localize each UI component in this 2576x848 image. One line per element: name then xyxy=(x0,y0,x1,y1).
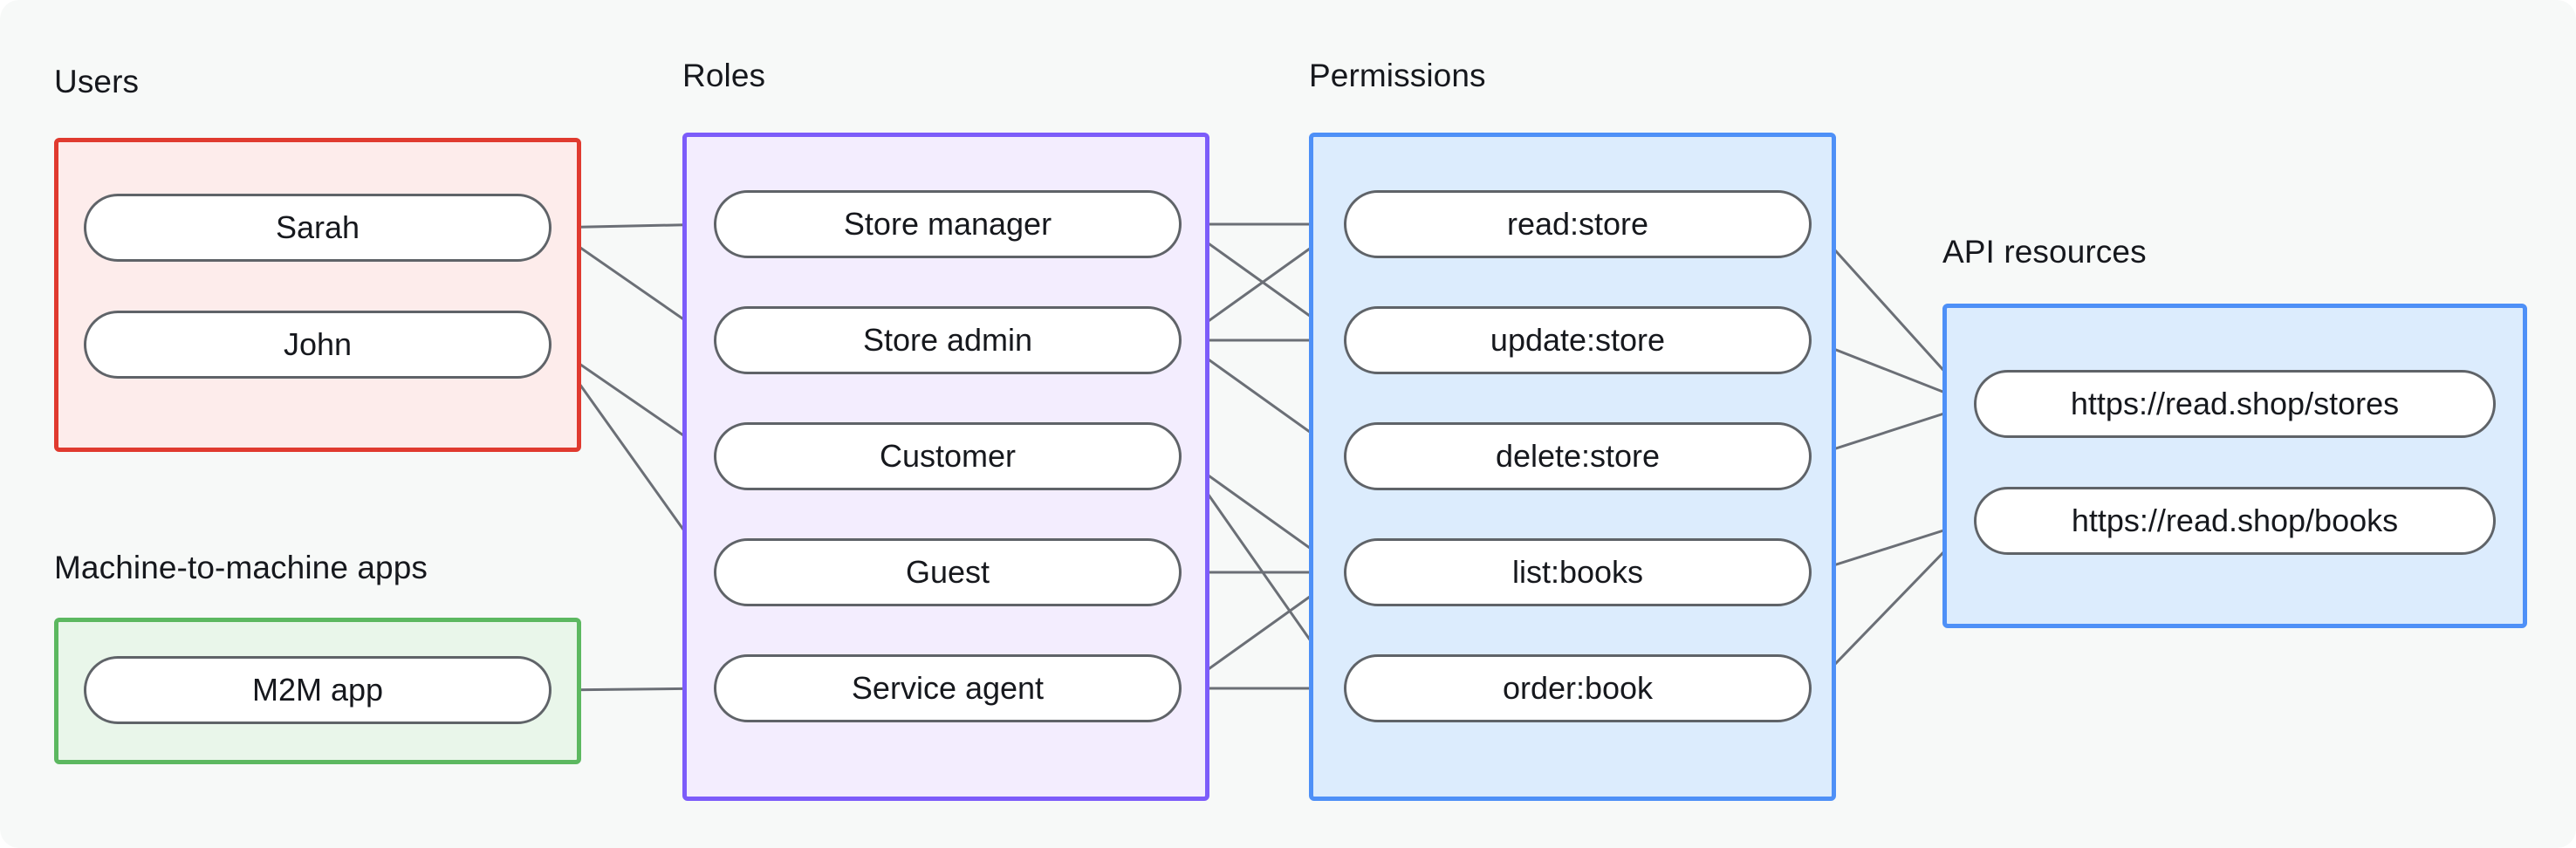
node-read_store[interactable]: read:store xyxy=(1344,190,1812,258)
node-service_agent[interactable]: Service agent xyxy=(714,654,1182,722)
node-m2m_app[interactable]: M2M app xyxy=(84,656,552,724)
node-sarah[interactable]: Sarah xyxy=(84,194,552,262)
node-update_store[interactable]: update:store xyxy=(1344,306,1812,374)
node-store_manager[interactable]: Store manager xyxy=(714,190,1182,258)
group-title-api_resources: API resources xyxy=(1942,234,2147,270)
node-delete_store[interactable]: delete:store xyxy=(1344,422,1812,490)
node-list_books[interactable]: list:books xyxy=(1344,538,1812,606)
group-box-api_resources xyxy=(1942,304,2527,628)
group-title-roles: Roles xyxy=(682,58,766,93)
node-res_stores[interactable]: https://read.shop/stores xyxy=(1974,370,2496,438)
group-title-users: Users xyxy=(54,64,140,99)
node-order_book[interactable]: order:book xyxy=(1344,654,1812,722)
node-john[interactable]: John xyxy=(84,311,552,379)
node-guest[interactable]: Guest xyxy=(714,538,1182,606)
group-box-users xyxy=(54,138,581,452)
node-customer[interactable]: Customer xyxy=(714,422,1182,490)
group-title-permissions: Permissions xyxy=(1309,58,1486,93)
node-store_admin[interactable]: Store admin xyxy=(714,306,1182,374)
node-res_books[interactable]: https://read.shop/books xyxy=(1974,487,2496,555)
group-title-m2m: Machine-to-machine apps xyxy=(54,550,428,585)
